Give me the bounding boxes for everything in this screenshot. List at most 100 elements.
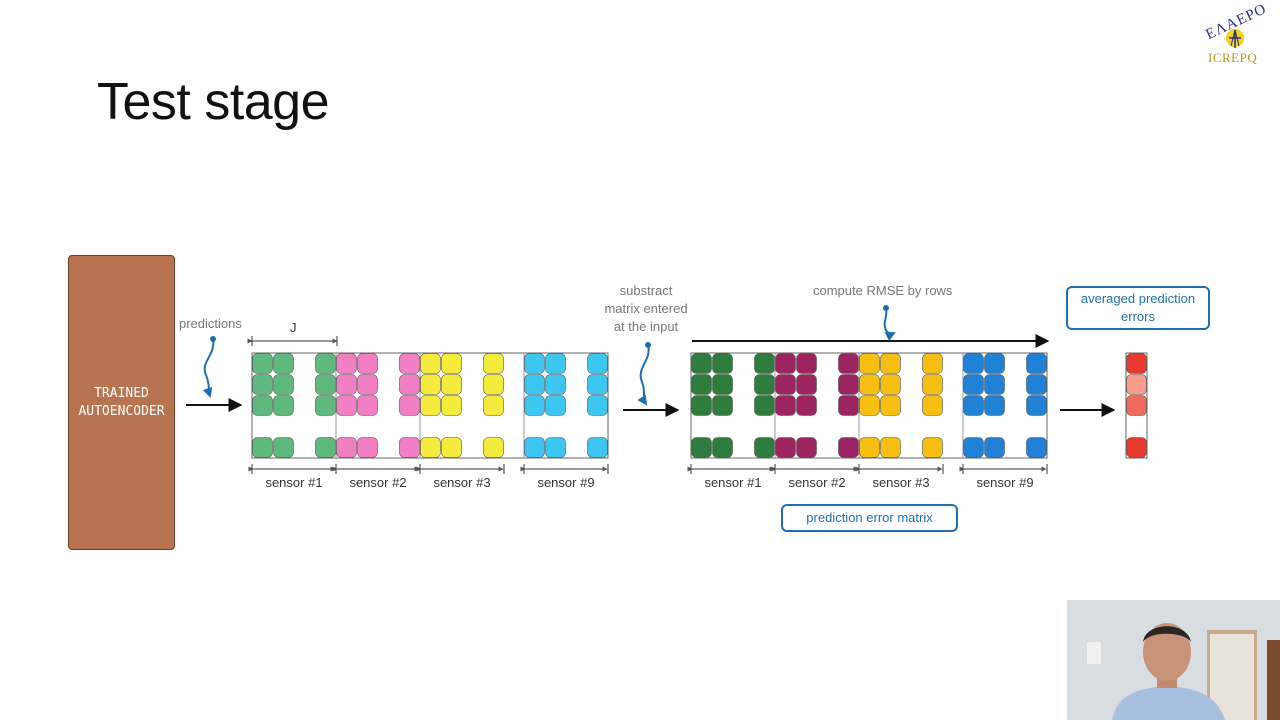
matrix-cell	[754, 437, 775, 458]
substract-label-line2: matrix entered	[604, 301, 688, 316]
matrix-cell	[775, 395, 796, 416]
compute-rmse-label: compute RMSE by rows	[813, 283, 953, 298]
matrix-cell	[483, 353, 504, 374]
matrix-cell	[420, 437, 441, 458]
matrix-cell	[315, 374, 336, 395]
matrix-cell	[984, 374, 1005, 395]
matrix-cell	[252, 353, 273, 374]
matrix-cell	[1026, 374, 1047, 395]
matrix-frame	[690, 352, 1048, 459]
averaged-error-vector	[1125, 352, 1148, 459]
matrix-cell	[441, 395, 462, 416]
matrix-cell	[775, 353, 796, 374]
matrix-cell	[712, 374, 733, 395]
matrix-cell	[922, 353, 943, 374]
left-sensor-label: sensor #3	[433, 475, 491, 490]
matrix-cell	[1026, 437, 1047, 458]
matrix-cell	[252, 395, 273, 416]
matrix-cell	[399, 353, 420, 374]
matrix-cell	[1026, 353, 1047, 374]
vector-cell	[1126, 437, 1147, 458]
predictions-matrix	[251, 352, 609, 459]
matrix-cell	[984, 353, 1005, 374]
matrix-cell	[420, 353, 441, 374]
matrix-cell	[880, 395, 901, 416]
right-sensor-label: sensor #1	[704, 475, 762, 490]
matrix-cell	[796, 374, 817, 395]
j-label: J	[290, 320, 297, 335]
matrix-cell	[963, 437, 984, 458]
matrix-cell	[273, 437, 294, 458]
matrix-cell	[545, 395, 566, 416]
matrix-cell	[587, 374, 608, 395]
averaged-prediction-errors-badge: averaged prediction errors	[1066, 286, 1210, 330]
presenter-video-image	[1067, 600, 1280, 720]
logo-subtitle: ICREPQ	[1208, 50, 1258, 65]
matrix-cell	[691, 437, 712, 458]
matrix-cell	[691, 374, 712, 395]
predictions-label: predictions	[179, 316, 242, 331]
vector-cell	[1126, 353, 1147, 374]
matrix-cell	[252, 374, 273, 395]
left-sensor-label: sensor #1	[265, 475, 323, 490]
matrix-cell	[587, 437, 608, 458]
matrix-cell	[796, 353, 817, 374]
matrix-cell	[754, 353, 775, 374]
matrix-cell	[273, 395, 294, 416]
matrix-cell	[691, 353, 712, 374]
matrix-cell	[880, 374, 901, 395]
presenter-webcam	[1067, 600, 1280, 720]
matrix-cell	[587, 395, 608, 416]
matrix-cell	[273, 374, 294, 395]
matrix-cell	[357, 395, 378, 416]
matrix-cell	[524, 437, 545, 458]
matrix-cell	[315, 353, 336, 374]
matrix-cell	[483, 395, 504, 416]
matrix-cell	[1026, 395, 1047, 416]
matrix-cell	[859, 374, 880, 395]
matrix-cell	[420, 395, 441, 416]
conference-logo: ΕΛΑΕΡΟ ICREPQ	[1200, 1, 1270, 74]
matrix-cell	[754, 374, 775, 395]
matrix-cell	[691, 395, 712, 416]
matrix-cell	[545, 353, 566, 374]
matrix-cell	[838, 374, 859, 395]
matrix-cell	[399, 437, 420, 458]
matrix-cell	[524, 395, 545, 416]
matrix-cell	[441, 437, 462, 458]
matrix-cell	[587, 353, 608, 374]
matrix-cell	[336, 374, 357, 395]
matrix-cell	[441, 374, 462, 395]
vector-cell	[1126, 374, 1147, 395]
matrix-cell	[483, 374, 504, 395]
matrix-cell	[754, 395, 775, 416]
matrix-cell	[712, 395, 733, 416]
matrix-cell	[838, 353, 859, 374]
matrix-cell	[336, 353, 357, 374]
left-sensor-label: sensor #2	[349, 475, 407, 490]
substract-label-line3: at the input	[613, 319, 679, 334]
matrix-cell	[336, 395, 357, 416]
curly-arrow-icon	[883, 305, 896, 342]
matrix-cell	[838, 437, 859, 458]
right-sensor-label: sensor #9	[976, 475, 1034, 490]
prediction-error-matrix-badge: prediction error matrix	[781, 504, 958, 532]
matrix-cell	[922, 395, 943, 416]
vector-frame	[1125, 352, 1148, 459]
right-sensor-label: sensor #2	[788, 475, 846, 490]
matrix-cell	[712, 437, 733, 458]
matrix-cell	[273, 353, 294, 374]
matrix-cell	[838, 395, 859, 416]
trained-autoencoder-block: TRAINED AUTOENCODER	[68, 255, 175, 550]
matrix-cell	[357, 437, 378, 458]
prediction-error-matrix-grid	[690, 352, 1048, 459]
matrix-cell	[963, 374, 984, 395]
matrix-cell	[357, 374, 378, 395]
matrix-cell	[483, 437, 504, 458]
matrix-frame	[251, 352, 609, 459]
matrix-cell	[357, 353, 378, 374]
left-sensor-label: sensor #9	[537, 475, 595, 490]
matrix-cell	[420, 374, 441, 395]
right-sensor-dimension-lines	[687, 464, 1048, 474]
